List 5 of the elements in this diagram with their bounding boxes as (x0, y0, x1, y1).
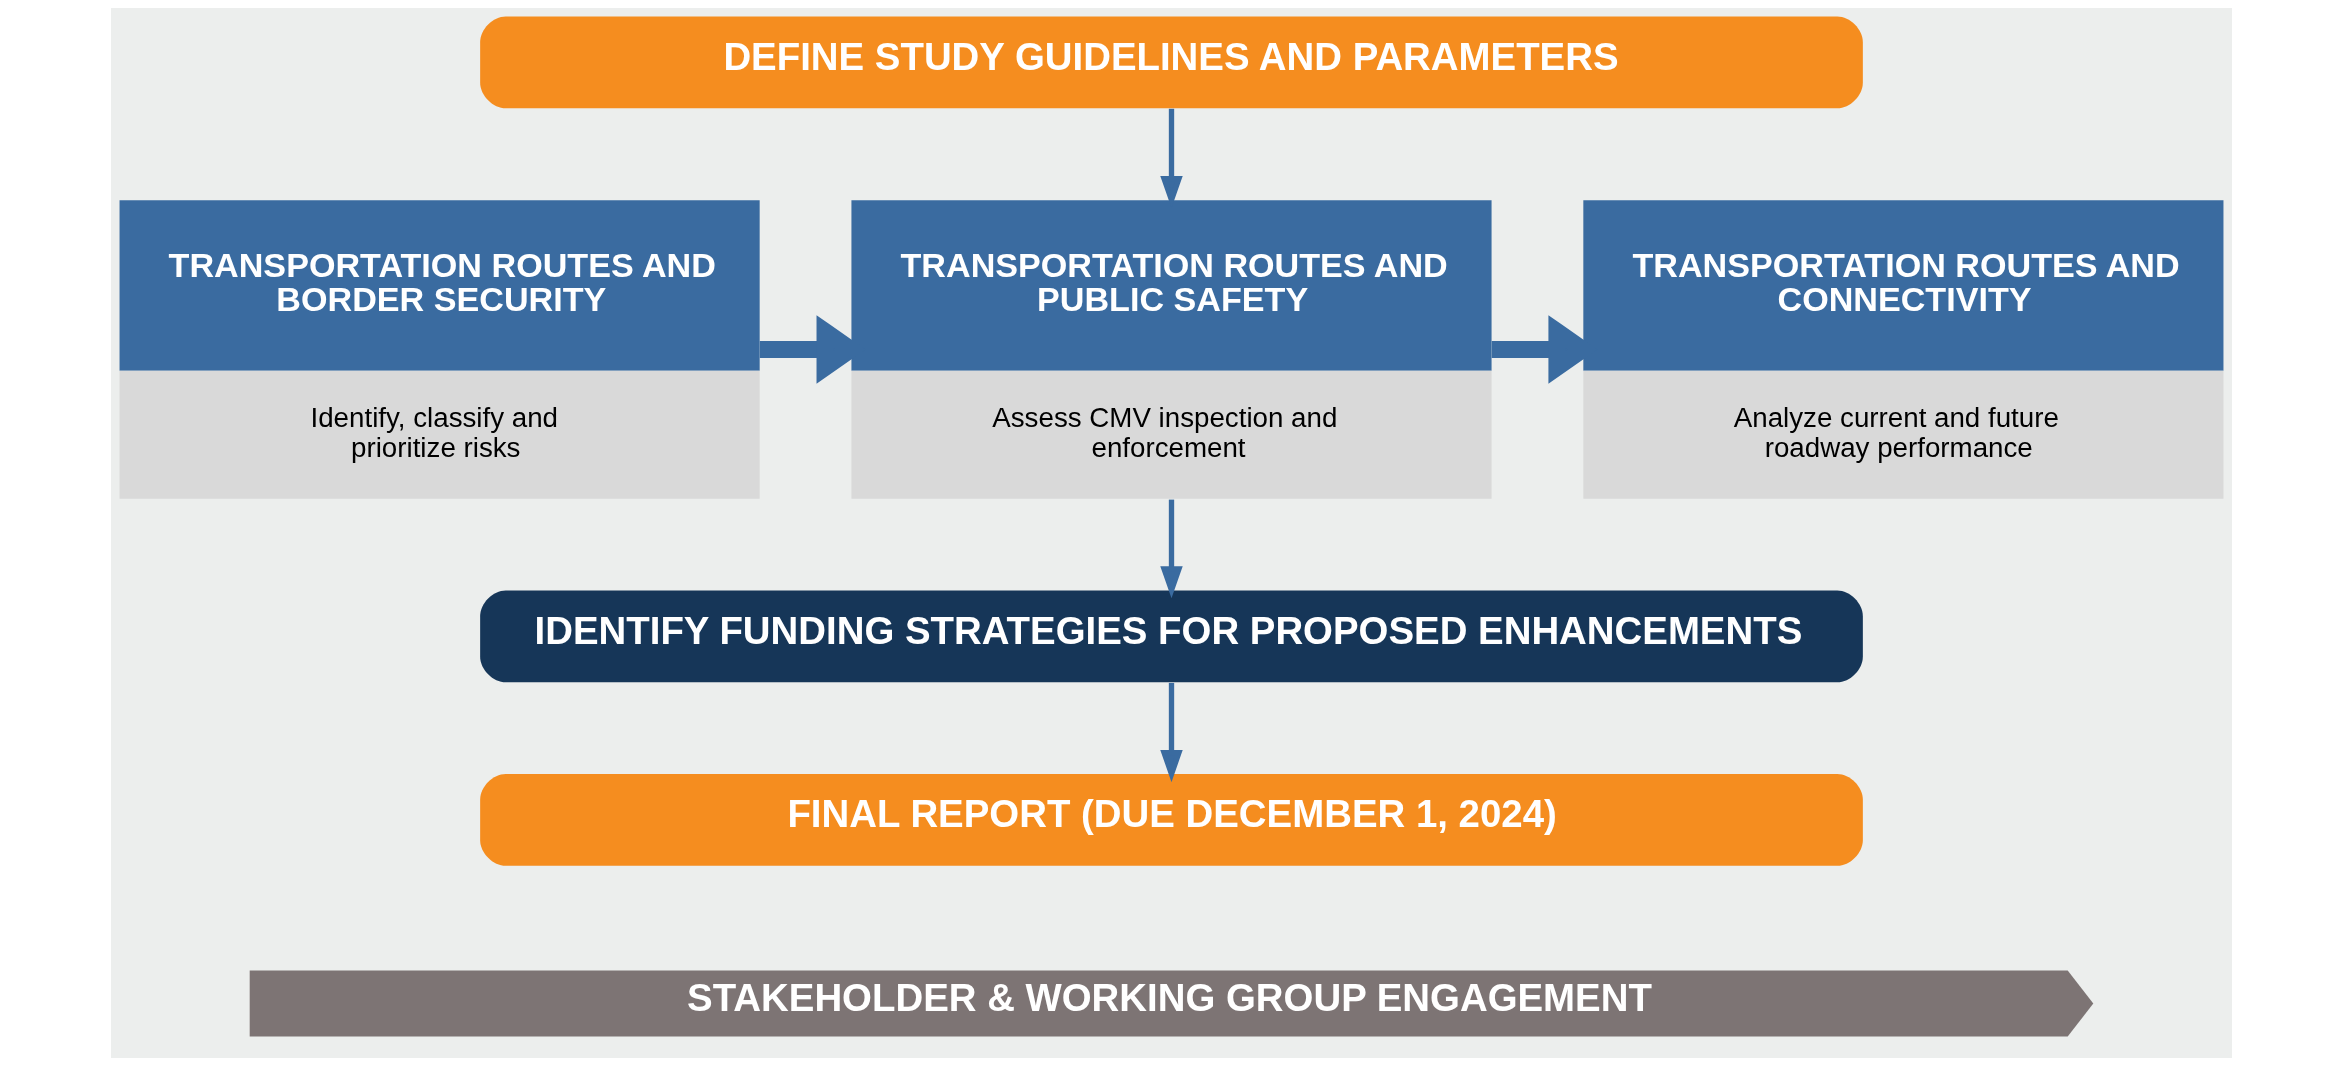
node-box: DEFINE STUDY GUIDELINES AND PARAMETERS (480, 16, 1863, 109)
arrow (1160, 682, 1183, 783)
arrow (1160, 499, 1183, 599)
node-box: FINAL REPORT (DUE DECEMBER 1, 2024) (480, 774, 1863, 866)
node-box: IDENTIFY FUNDING STRATEGIES FOR PROPOSED ENHANCEMENTS (480, 590, 1863, 683)
